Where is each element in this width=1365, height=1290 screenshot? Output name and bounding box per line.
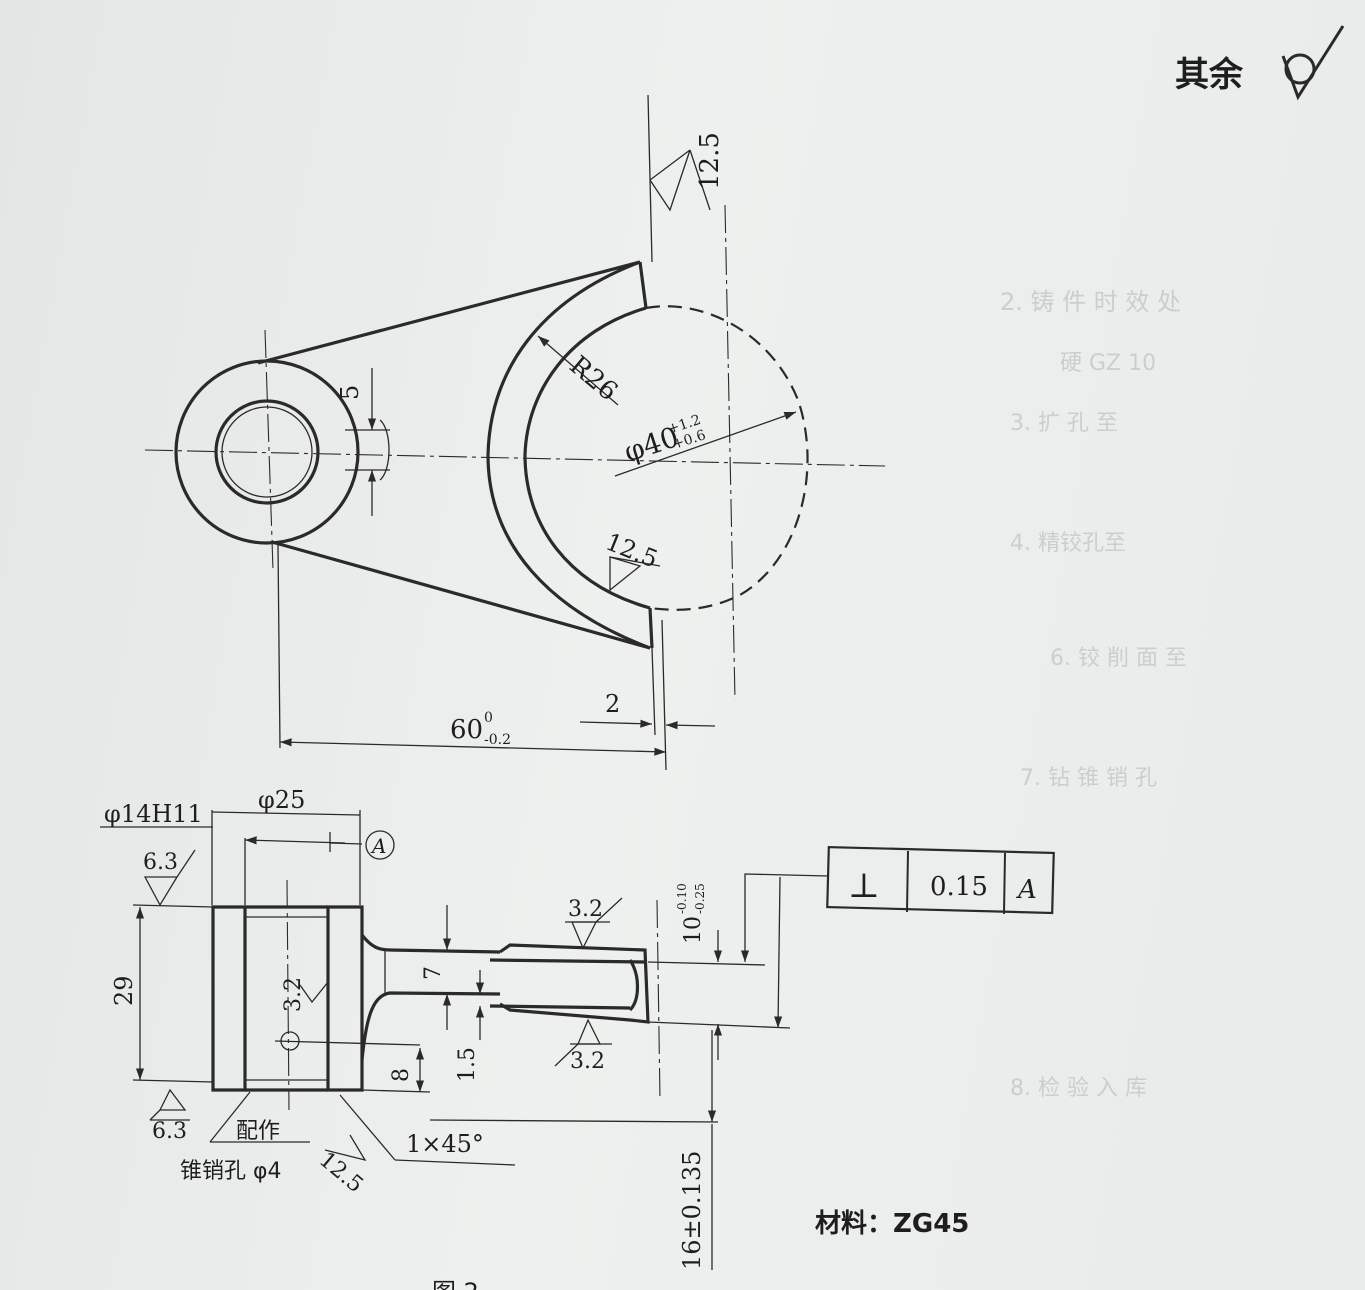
dim-8: 8 xyxy=(389,1048,425,1092)
r26-leader xyxy=(537,335,619,406)
length-60-upper: 0 xyxy=(484,710,493,726)
phi40-label: φ40 +1.2 +0.6 xyxy=(620,412,708,469)
height-29-dimension: 29 xyxy=(110,907,145,1080)
svg-text:2. 铸 件 时 效 处: 2. 铸 件 时 效 处 xyxy=(1000,288,1181,316)
roughness-6-3-bottom-label: 6.3 xyxy=(152,1119,187,1144)
fork-face-top xyxy=(638,261,648,309)
fork-outline xyxy=(499,943,650,1024)
bore-centerline xyxy=(724,204,736,701)
roughness-fork-top: 3.2 xyxy=(565,897,623,950)
roughness-bore-label: 12.5 xyxy=(602,528,662,574)
length-60-lower: -0.2 xyxy=(484,732,511,748)
roughness-top-label: 12.5 xyxy=(695,132,725,190)
phantom-bore-circle xyxy=(645,305,809,611)
svg-text:8. 检 验 入 库: 8. 检 验 入 库 xyxy=(1010,1076,1147,1101)
perpendicularity-icon: ⊥ xyxy=(848,866,880,906)
web-7-dimension: 7 xyxy=(421,905,452,1030)
hole-dimension: φ14H11 xyxy=(100,800,213,905)
height-16-label: 16±0.135 xyxy=(678,1151,706,1270)
boss-wall-right xyxy=(326,905,364,1092)
r26-label: R26 xyxy=(564,350,624,407)
lower-arm-edge xyxy=(271,540,651,650)
length-60-base: 60 xyxy=(450,715,483,745)
phi40-leader xyxy=(614,411,797,477)
gap-5-dimension: 5 xyxy=(336,368,390,516)
hole-outer xyxy=(214,399,320,505)
roughness-6-3-bottom: 6.3 xyxy=(132,1079,214,1144)
arm-bottom-edge xyxy=(360,991,501,1061)
horizontal-centerline xyxy=(144,449,886,467)
fork-face-bottom xyxy=(648,607,654,649)
web-7-label: 7 xyxy=(421,966,446,980)
offset-2-label: 2 xyxy=(605,690,620,718)
gap-1-5-dimension: 1.5 xyxy=(455,970,485,1082)
roughness-fork-bottom: 3.2 xyxy=(554,1018,612,1074)
chamfer-note-label: 1×45° xyxy=(406,1130,484,1158)
bore-arc xyxy=(523,306,651,610)
dim-8-label: 8 xyxy=(389,1068,414,1082)
height-16-dimension: 16±0.135 xyxy=(429,1030,719,1270)
general-roughness: 其余 xyxy=(1175,25,1345,101)
roughness-fork-top-label: 3.2 xyxy=(568,897,603,922)
background-bleed: 2. 铸 件 时 效 处 硬 GZ 10 3. 扩 孔 至 4. 精铰孔至 6.… xyxy=(1000,288,1187,1101)
fork-thickness-base: 10 xyxy=(681,916,706,944)
svg-text:6. 铰 削 面 至: 6. 铰 削 面 至 xyxy=(1050,646,1187,671)
fork-thickness-lower: -0.25 xyxy=(693,883,707,914)
fit-note-label: 配作 xyxy=(236,1119,280,1144)
height-29-label: 29 xyxy=(110,975,138,1006)
roughness-bore-3-2-label: 3.2 xyxy=(281,977,306,1012)
fit-note: 配作 锥销孔 φ4 xyxy=(180,1091,310,1184)
datum-a-label: A xyxy=(370,834,386,858)
chamfer-annotation: 12.5 1×45° xyxy=(314,1094,516,1198)
outer-arc-r26 xyxy=(486,260,651,650)
gap-1-5-label: 1.5 xyxy=(455,1047,480,1082)
gap-5-label: 5 xyxy=(336,385,364,400)
roughness-fork-bottom-label: 3.2 xyxy=(570,1049,605,1074)
gdt-datum: A xyxy=(1016,875,1037,905)
top-view: R26 φ40 +1.2 +0.6 5 12.5 12.5 xyxy=(144,94,886,771)
hole-inner xyxy=(221,406,313,498)
gdt-frame: ⊥ 0.15 A xyxy=(740,845,1055,1029)
svg-text:3. 扩 孔 至: 3. 扩 孔 至 xyxy=(1010,411,1118,436)
fork-thickness-upper: -0.10 xyxy=(675,883,689,914)
boss-dimension-label: φ25 xyxy=(258,786,305,814)
figure-label: 图 2 xyxy=(432,1278,479,1290)
upper-arm-edge xyxy=(257,260,641,365)
fork-thickness-dimension: 10 -0.10 -0.25 xyxy=(647,883,791,1060)
hole-centerline xyxy=(264,329,274,571)
boss-dimension: φ25 A xyxy=(211,786,395,905)
offset-2-dimension: 2 xyxy=(579,690,716,730)
roughness-6-3-top-label: 6.3 xyxy=(143,850,178,875)
section-view: φ14H11 φ25 A 6.3 6.3 xyxy=(100,786,1055,1290)
gdt-tolerance: 0.15 xyxy=(930,872,988,902)
roughness-6-3-top: 6.3 xyxy=(132,849,214,908)
datum-a-circle xyxy=(365,830,395,860)
roughness-bore-3-2: 3.2 xyxy=(281,977,329,1012)
arm-top-edge xyxy=(360,934,501,954)
roughness-circle-icon xyxy=(1281,25,1345,101)
general-roughness-label: 其余 xyxy=(1175,55,1244,95)
length-60-dimension: 60 0 -0.2 xyxy=(279,710,667,756)
material-note: 材料：ZG45 xyxy=(815,1209,969,1239)
roughness-bore-symbol: 12.5 xyxy=(602,528,662,592)
svg-text:硬 GZ 10: 硬 GZ 10 xyxy=(1060,351,1156,376)
hole-dimension-label: φ14H11 xyxy=(104,800,203,828)
chamfer-roughness-label: 12.5 xyxy=(314,1147,368,1198)
roughness-top-symbol: 12.5 xyxy=(647,94,725,263)
svg-text:7. 钻 锥 销 孔: 7. 钻 锥 销 孔 xyxy=(1020,766,1157,791)
pin-hole-note: 锥销孔 φ4 xyxy=(180,1159,282,1184)
boss-wall-left xyxy=(211,905,247,1092)
svg-text:4. 精铰孔至: 4. 精铰孔至 xyxy=(1010,531,1126,556)
